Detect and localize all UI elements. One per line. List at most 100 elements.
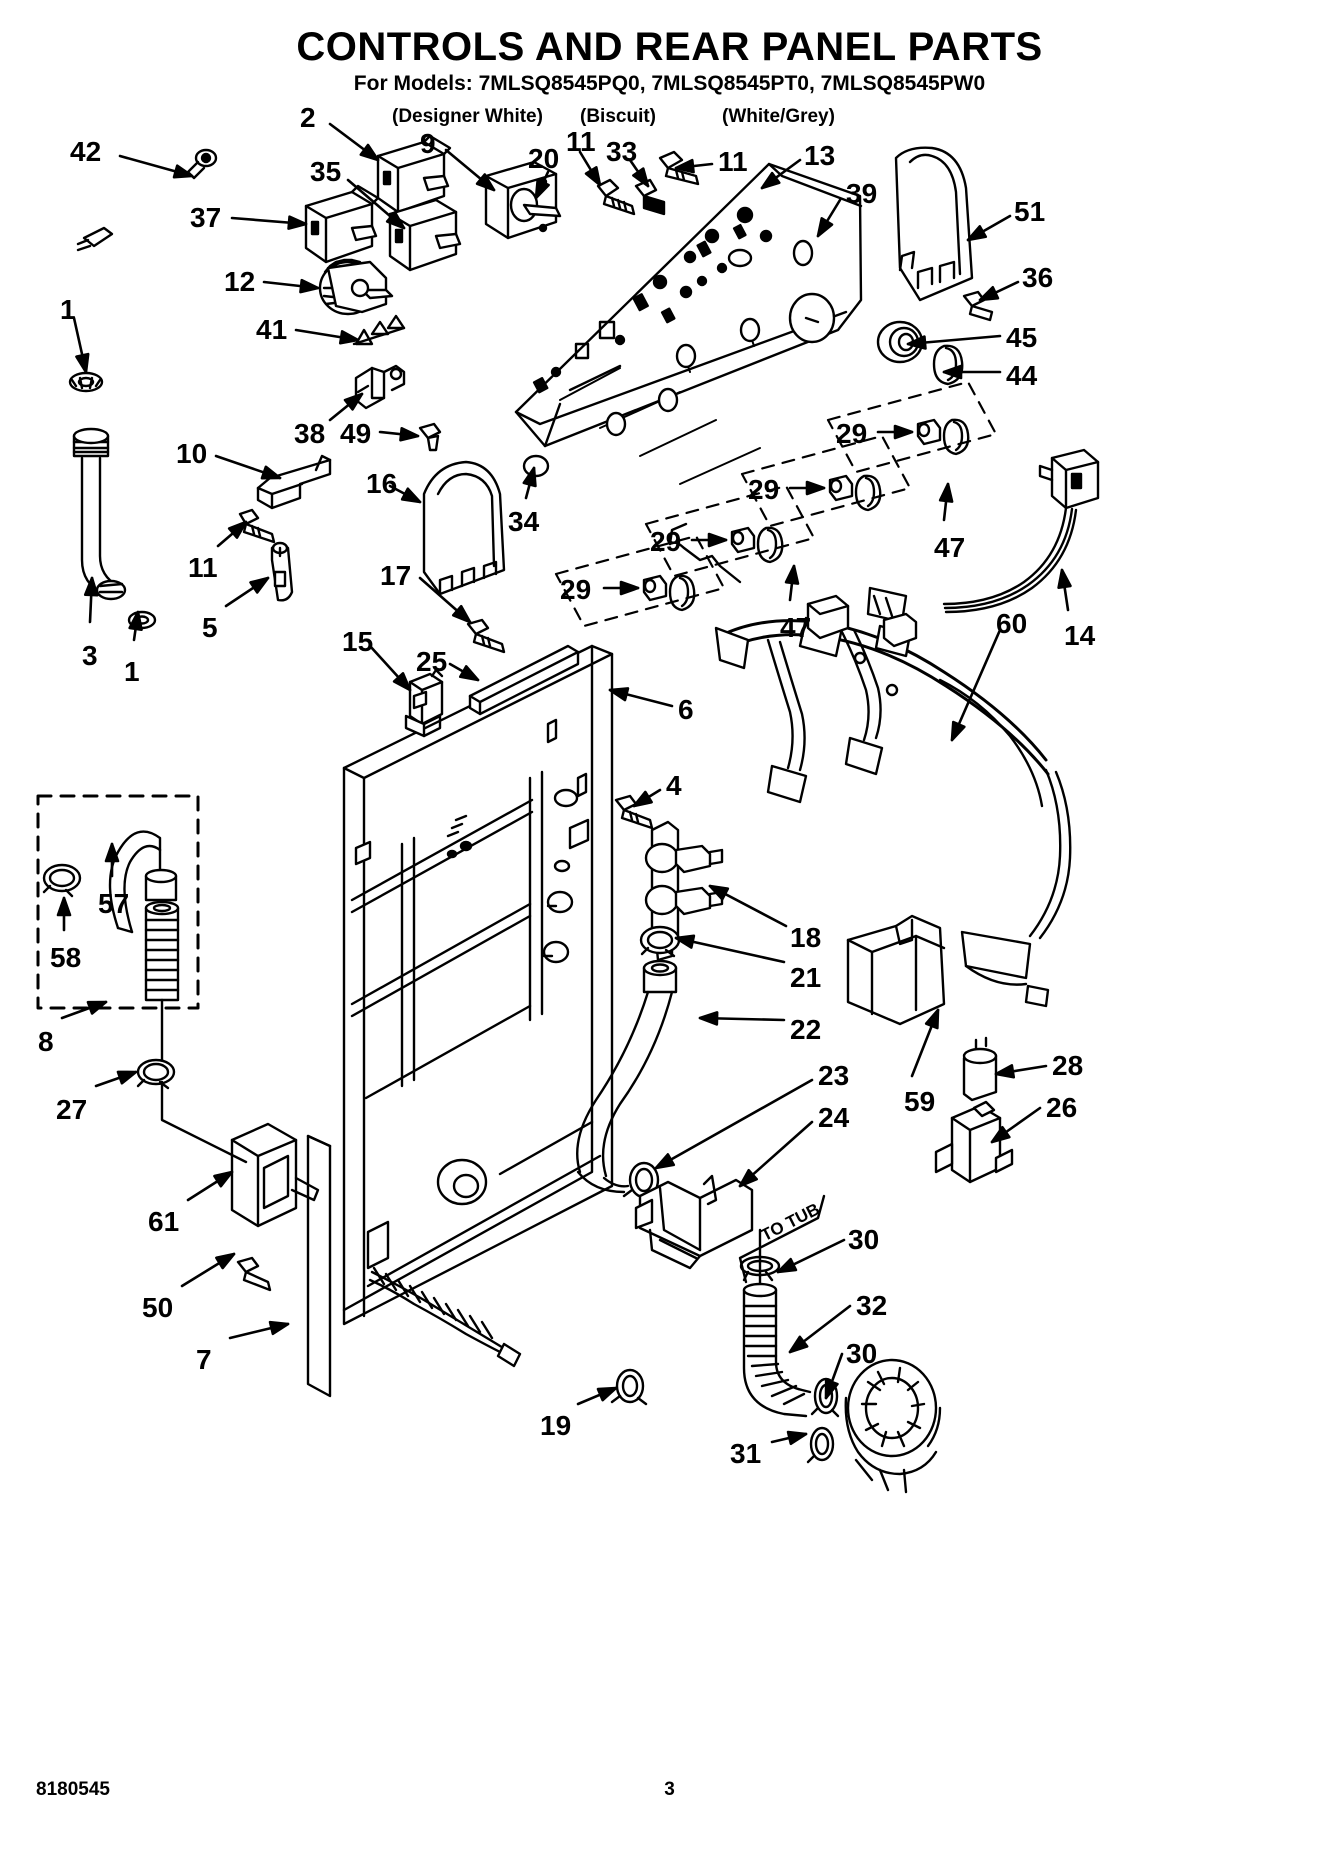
callout-number: 45 [1006,322,1038,353]
end-cap-51 [894,146,974,302]
callout-number: 23 [818,1060,850,1091]
callout-number: 8 [38,1026,54,1057]
callout-number: 58 [50,942,82,973]
callout-number: 11 [718,146,748,177]
capacitor-28 [962,1036,998,1102]
callout-number: 20 [528,143,560,174]
washer-1-upper [68,371,104,393]
callout-number: 14 [1064,620,1096,651]
wire-harness-60 [714,616,1072,1008]
callout-number: 61 [148,1206,180,1237]
switch-body-37 [304,184,380,264]
trim-strip-25 [468,644,580,716]
bracket-38 [354,364,406,410]
wire-clip-41 [352,314,406,346]
bracket-61 [230,1122,320,1228]
hose-22 [576,959,678,1194]
clamp-21 [639,925,681,958]
color-variant-label: (White/Grey) [722,106,835,127]
connector-14 [866,448,1100,624]
knob-45 [876,320,924,364]
callout-number: 37 [190,202,222,233]
hose-detail-inset-box [36,794,200,1010]
callout-number: 1 [60,294,76,325]
screw-11-top [596,178,636,216]
callout-number: 18 [790,922,822,953]
callout-number: 29 [560,574,592,605]
callout-number: 2 [300,102,316,133]
terminal-part [76,226,114,252]
model-subtitle: For Models: 7MLSQ8545PQ0, 7MLSQ8545PT0, … [353,72,986,95]
link-5 [270,541,294,602]
fill-hose-3 [72,427,127,601]
clamp-58 [42,863,82,898]
rear-panel-39 [668,292,836,584]
callout-number: 7 [196,1344,212,1375]
callout-number: 44 [1006,360,1038,391]
callout-number: 17 [380,560,412,591]
screw-50 [236,1256,272,1292]
callout-number: 24 [818,1102,850,1133]
timer-motor-12 [318,258,394,316]
callout-number: 11 [566,126,596,157]
color-variant-label: (Designer White) [392,106,543,127]
pump-26 [934,1100,1014,1184]
callout-number: 32 [856,1290,888,1321]
control-panel-rail [514,162,863,448]
callout-number: 3 [82,640,98,671]
switch-15 [404,668,444,738]
page-title: CONTROLS AND REAR PANEL PARTS [296,25,1043,69]
callout-number: 4 [666,770,682,801]
connector-47-a [806,594,850,640]
callout-number: 29 [650,526,682,557]
callout-number: 15 [342,626,374,657]
callout-number: 13 [804,140,836,171]
clamp-19 [610,1368,648,1406]
callout-number: 60 [996,608,1028,639]
callout-number: 10 [176,438,208,469]
callout-number: 42 [70,136,102,167]
callout-number: 33 [606,136,638,167]
callout-number: 57 [98,888,130,919]
callout-number: 31 [730,1438,762,1469]
callout-number: 11 [188,552,218,583]
part-42-clip [186,148,218,180]
callout-number: 12 [224,266,256,297]
screw-11-mid [238,508,276,544]
footer-part-number: 8180545 [36,1779,110,1800]
callout-number: 49 [340,418,372,449]
callout-number: 6 [678,694,694,725]
callout-number: 29 [836,418,868,449]
hose-57 [108,830,180,1068]
screw-33-attachment [634,178,666,216]
screw-36 [962,290,994,322]
drain-hose-32 [742,1282,812,1418]
screw-11-right [658,150,700,186]
end-cap-16 [422,460,506,596]
callout-number: 27 [56,1094,88,1125]
callout-number: 41 [256,314,288,345]
rear-panel-6 [342,644,614,1326]
color-variant-label: (Biscuit) [580,106,656,127]
clamp-30-upper [739,1228,781,1294]
clamp-23 [622,1161,660,1202]
screw-17 [466,618,506,654]
callout-number: 51 [1014,196,1046,227]
callout-number: 25 [416,646,448,677]
callout-number: 50 [142,1292,174,1323]
callout-number: 30 [848,1224,880,1255]
callout-number: 59 [904,1086,936,1117]
callout-number: 1 [124,656,140,687]
air-dome-59 [846,914,946,1026]
connector-47-b [882,612,918,648]
callout-number: 47 [934,532,966,563]
callout-number: 9 [420,128,436,159]
callout-number: 28 [1052,1050,1084,1081]
switch-body-35 [376,134,452,214]
callout-number: 30 [846,1338,878,1369]
callout-number: 39 [846,178,878,209]
callout-number: 5 [202,612,218,643]
callout-number: 19 [540,1410,572,1441]
